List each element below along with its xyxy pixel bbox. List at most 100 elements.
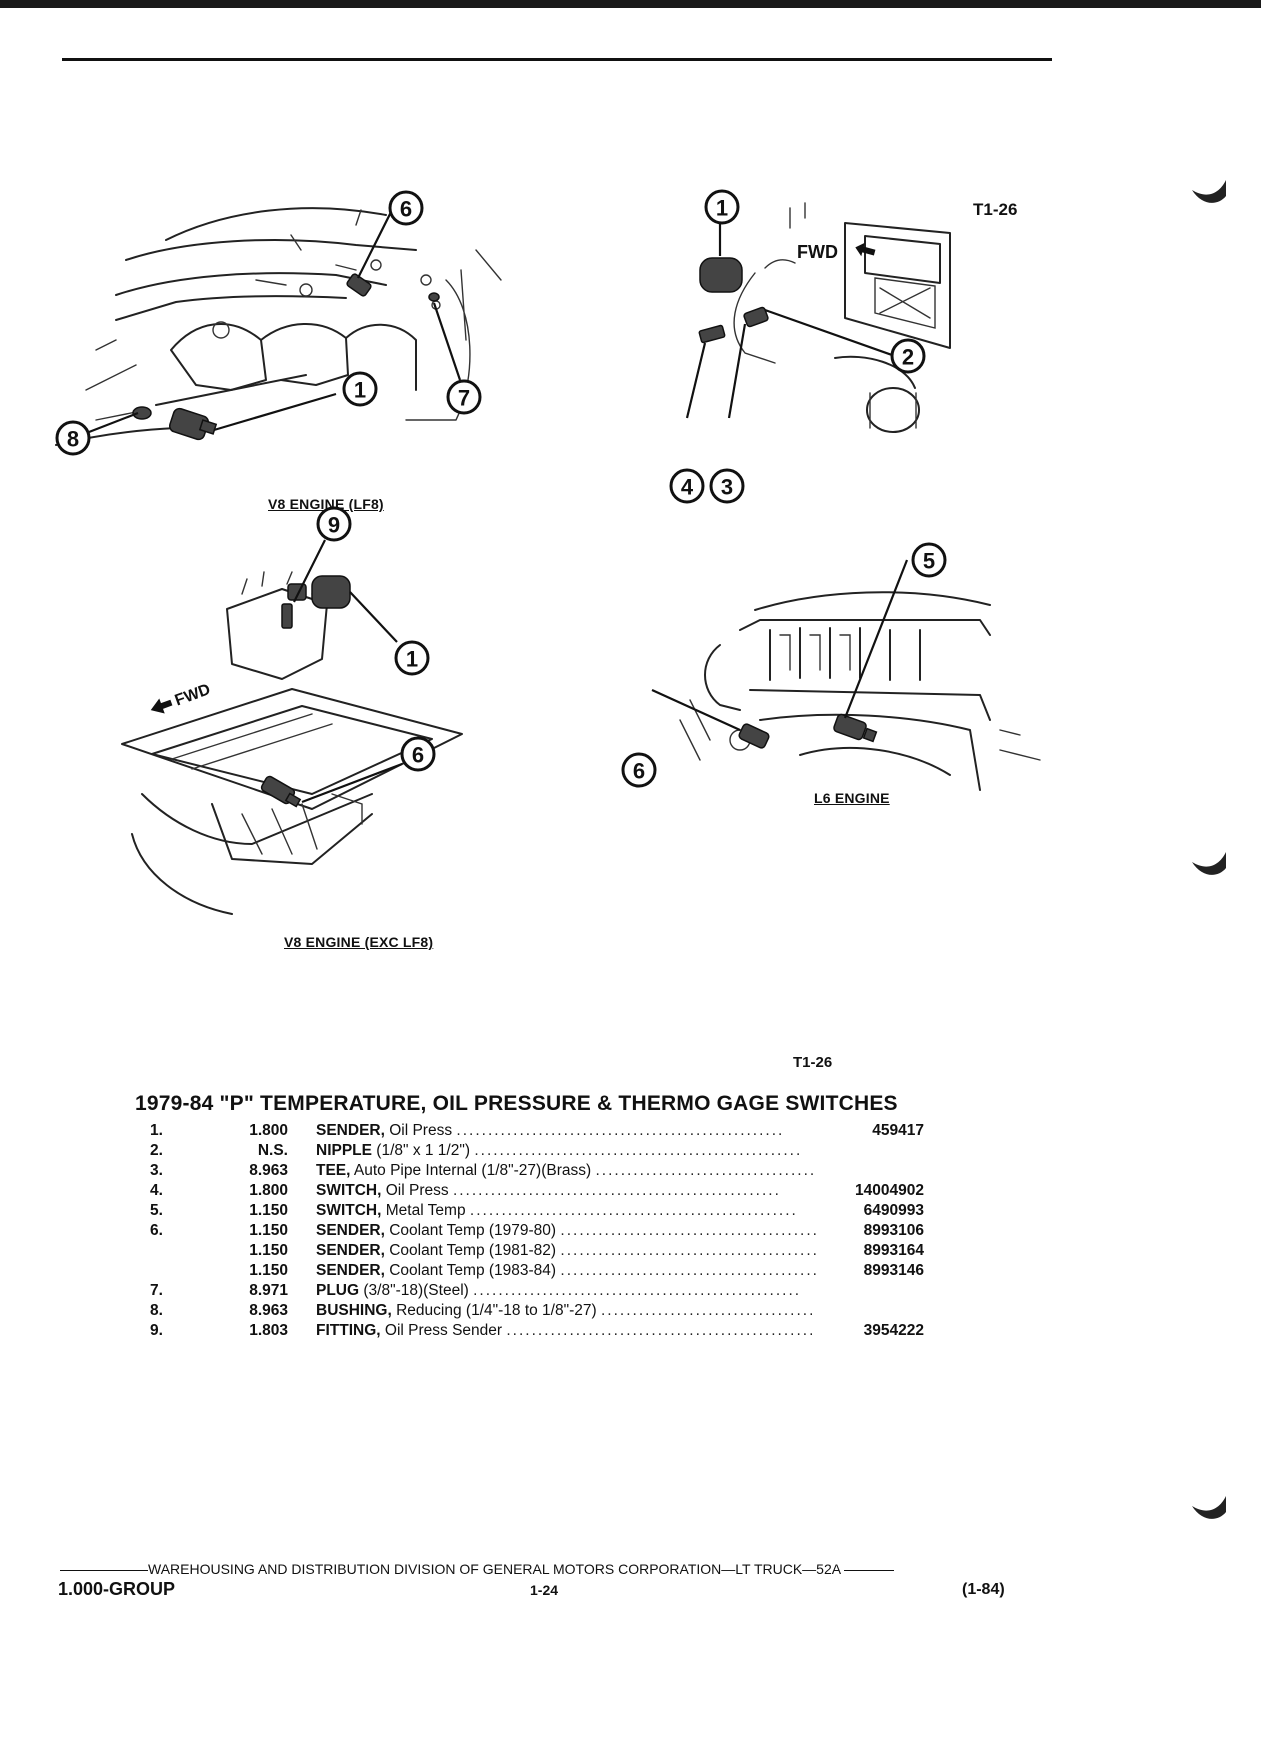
section-ref: T1-26 bbox=[793, 1054, 833, 1071]
callout-9: 9 bbox=[316, 506, 352, 542]
part-description: SWITCH, Oil Press ......................… bbox=[316, 1182, 781, 1199]
part-number: 8993146 bbox=[863, 1262, 924, 1279]
leader-7 bbox=[432, 302, 462, 381]
part-detail: Reducing (1/4"-18 to 1/8"-27) bbox=[396, 1302, 597, 1319]
item-number: 6. bbox=[150, 1222, 163, 1239]
group-number: N.S. bbox=[257, 1142, 288, 1159]
leader-1 bbox=[213, 392, 337, 432]
svg-text:1: 1 bbox=[406, 647, 418, 672]
callout-1: 1 bbox=[342, 371, 378, 407]
footer-page-number: 1-24 bbox=[530, 1582, 559, 1598]
svg-text:6: 6 bbox=[412, 743, 424, 768]
leader-6 bbox=[651, 688, 741, 732]
part-name: TEE, bbox=[316, 1162, 351, 1179]
item-number: 4. bbox=[150, 1182, 163, 1199]
part-number: 8993106 bbox=[863, 1222, 924, 1239]
svg-text:5: 5 bbox=[923, 549, 935, 574]
callout-6: 6 bbox=[621, 752, 657, 788]
footer-dash-right bbox=[844, 1569, 895, 1571]
part-name: SENDER, bbox=[316, 1122, 385, 1139]
margin-curl-mark-1 bbox=[1192, 180, 1226, 203]
parts-row: 1.150 SENDER, Coolant Temp (1983-84) ...… bbox=[150, 1261, 930, 1281]
block-sketch bbox=[733, 202, 951, 433]
group-number: 1.800 bbox=[249, 1122, 288, 1139]
parts-list: 1. 1.800 SENDER, Oil Press .............… bbox=[150, 1121, 930, 1341]
parts-row: 5. 1.150 SWITCH, Metal Temp ............… bbox=[150, 1201, 930, 1221]
engine-sketch bbox=[55, 207, 502, 446]
svg-text:FWD: FWD bbox=[173, 681, 213, 709]
part-description: SENDER, Coolant Temp (1981-82) .........… bbox=[316, 1242, 816, 1259]
figure-oil-switch-detail: T1-26 FWD 1 2 bbox=[669, 188, 1045, 508]
margin-curl-mark-3 bbox=[1192, 1496, 1226, 1519]
callout-1: 1 bbox=[394, 640, 430, 676]
callout-4: 4 bbox=[669, 468, 705, 504]
engine-sketch bbox=[121, 571, 463, 915]
group-number: 1.150 bbox=[249, 1262, 288, 1279]
figure-l6-drawing bbox=[651, 559, 1041, 791]
parts-row: 1. 1.800 SENDER, Oil Press .............… bbox=[150, 1121, 930, 1141]
part-detail: (3/8"-18)(Steel) bbox=[363, 1282, 469, 1299]
callout-8: 8 bbox=[55, 420, 91, 456]
parts-row: 4. 1.800 SWITCH, Oil Press .............… bbox=[150, 1181, 930, 1201]
part-name: FITTING, bbox=[316, 1322, 381, 1339]
header-rule bbox=[62, 58, 1052, 61]
item-number: 5. bbox=[150, 1202, 163, 1219]
svg-text:6: 6 bbox=[633, 759, 645, 784]
part-detail: Oil Press bbox=[385, 1182, 449, 1199]
parts-row: 8. 8.963 BUSHING, Reducing (1/4"-18 to 1… bbox=[150, 1301, 930, 1321]
figure-oil-switch-callouts: 1 2 3 4 bbox=[669, 189, 926, 504]
figure-v8-lf8: 6 1 7 8 V8 ENGINE (LF8) bbox=[55, 190, 526, 512]
group-number: 8.963 bbox=[249, 1302, 288, 1319]
leader-3 bbox=[727, 323, 747, 419]
callout-3: 3 bbox=[709, 468, 745, 504]
leader-4 bbox=[685, 342, 707, 419]
part-description: FITTING, Oil Press Sender ..............… bbox=[316, 1322, 816, 1339]
part-number: 8993164 bbox=[863, 1242, 924, 1259]
part-detail: Coolant Temp (1979-80) bbox=[389, 1222, 557, 1239]
item-number: 7. bbox=[150, 1282, 163, 1299]
part-description: SWITCH, Metal Temp .....................… bbox=[316, 1202, 798, 1219]
part-name: SENDER, bbox=[316, 1242, 385, 1259]
fwd-arrow: FWD bbox=[797, 242, 876, 262]
part-detail: Oil Press Sender bbox=[384, 1322, 503, 1339]
temp-sender-part bbox=[346, 273, 440, 302]
part-detail: (1/8" x 1 1/2") bbox=[376, 1142, 471, 1159]
part-number: 459417 bbox=[872, 1122, 924, 1139]
svg-text:FWD: FWD bbox=[797, 242, 838, 262]
group-number: 1.150 bbox=[249, 1242, 288, 1259]
callout-6: 6 bbox=[388, 190, 424, 226]
part-number: 6490993 bbox=[863, 1202, 924, 1219]
figure-l6-engine: 5 6 L6 ENGINE bbox=[621, 542, 1060, 810]
parts-row: 6. 1.150 SENDER, Coolant Temp (1979-80) … bbox=[150, 1221, 930, 1241]
figure-caption: V8 ENGINE (LF8) bbox=[268, 496, 384, 512]
part-detail: Metal Temp bbox=[385, 1202, 466, 1219]
parts-row: 3. 8.963 TEE, Auto Pipe Internal (1/8"-2… bbox=[150, 1161, 930, 1181]
svg-text:6: 6 bbox=[400, 197, 412, 222]
svg-text:4: 4 bbox=[681, 475, 694, 500]
leader-9 bbox=[293, 539, 326, 603]
part-detail: Coolant Temp (1983-84) bbox=[389, 1262, 557, 1279]
parts-row: 9. 1.803 FITTING, Oil Press Sender .....… bbox=[150, 1321, 930, 1341]
svg-text:8: 8 bbox=[67, 427, 79, 452]
leader-6 bbox=[301, 762, 403, 804]
part-name: SWITCH, bbox=[316, 1202, 382, 1219]
part-description: TEE, Auto Pipe Internal (1/8"-27)(Brass)… bbox=[316, 1162, 816, 1179]
group-number: 1.150 bbox=[249, 1222, 288, 1239]
group-number: 1.803 bbox=[249, 1322, 288, 1339]
leader-5 bbox=[843, 559, 909, 719]
callout-2: 2 bbox=[890, 338, 926, 374]
parts-row: 1.150 SENDER, Coolant Temp (1981-82) ...… bbox=[150, 1241, 930, 1261]
group-number: 8.971 bbox=[249, 1282, 288, 1299]
callout-7: 7 bbox=[446, 379, 482, 415]
fwd-arrow: FWD bbox=[150, 681, 213, 714]
part-name: NIPPLE bbox=[316, 1142, 372, 1159]
part-name: SENDER, bbox=[316, 1222, 385, 1239]
part-description: PLUG (3/8"-18)(Steel) ..................… bbox=[316, 1282, 802, 1299]
top-edge-bar bbox=[0, 0, 1261, 8]
footer-date: (1-84) bbox=[962, 1581, 1005, 1598]
footer-division-text: WAREHOUSING AND DISTRIBUTION DIVISION OF… bbox=[148, 1561, 841, 1577]
part-detail: Oil Press bbox=[389, 1122, 453, 1139]
part-name: SWITCH, bbox=[316, 1182, 382, 1199]
figure-caption: V8 ENGINE (EXC LF8) bbox=[284, 934, 434, 950]
item-number: 1. bbox=[150, 1122, 163, 1139]
